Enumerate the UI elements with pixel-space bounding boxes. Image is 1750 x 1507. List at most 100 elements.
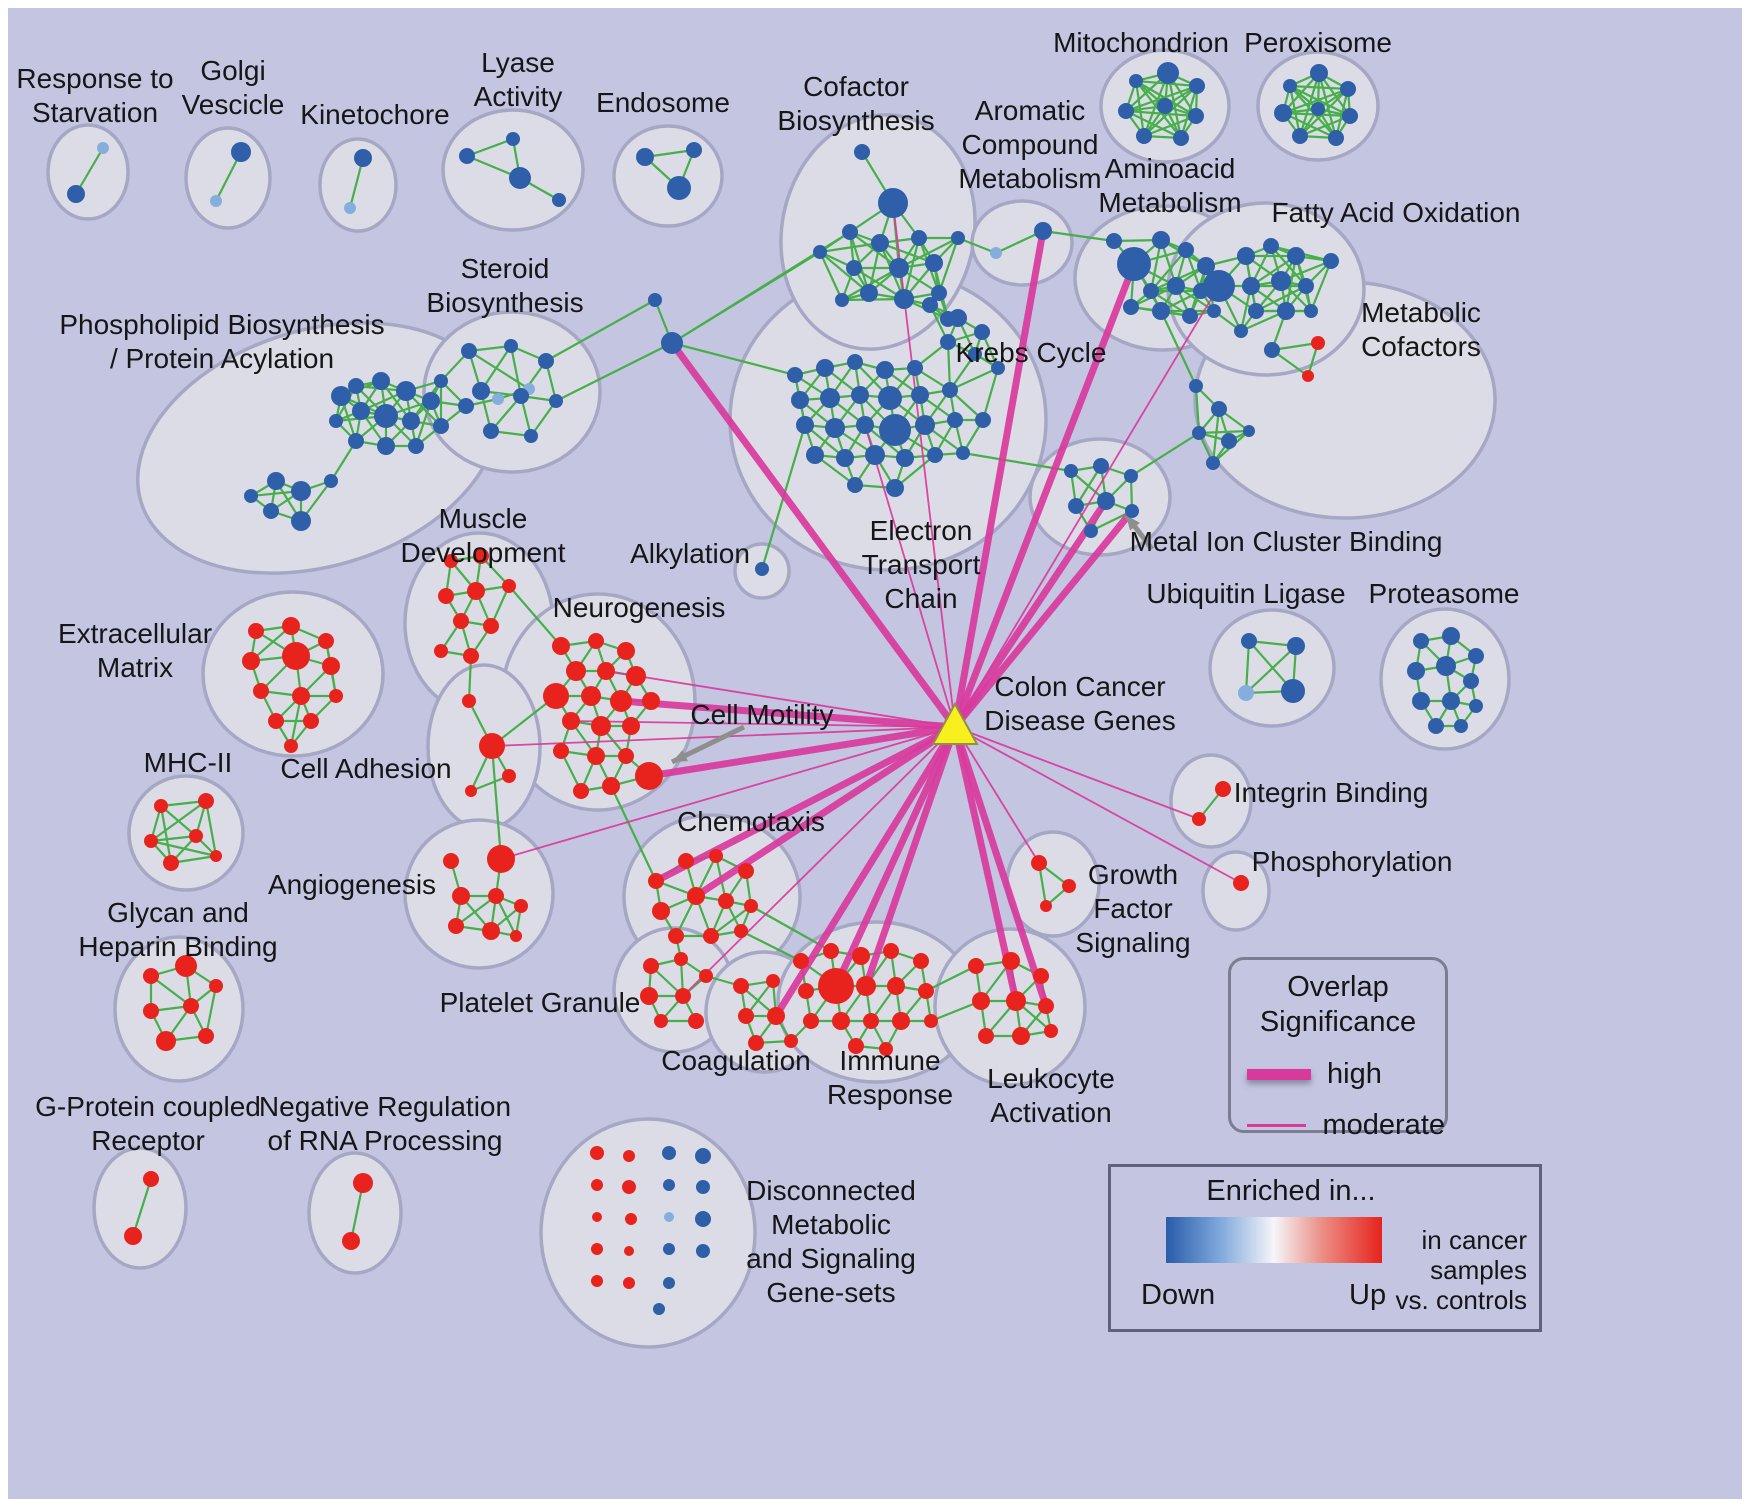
gene-set-node xyxy=(972,992,990,1010)
gene-set-node xyxy=(483,618,499,634)
gene-set-node xyxy=(154,799,168,813)
gene-set-node xyxy=(1292,128,1308,144)
gene-set-node xyxy=(918,983,934,999)
gene-set-node xyxy=(823,943,839,959)
gene-set-edge xyxy=(981,367,1000,421)
overlap-link-moderate xyxy=(864,424,956,728)
gene-set-node xyxy=(434,374,448,388)
gene-set-node xyxy=(755,562,769,576)
gene-set-node xyxy=(871,234,889,252)
gene-set-node xyxy=(913,953,929,969)
gene-set-node xyxy=(846,260,862,276)
gene-set-node xyxy=(487,845,515,873)
high-significance-label: high xyxy=(1327,1058,1382,1090)
layer-nodes xyxy=(67,62,1484,1315)
label-ubiquitin-ligase: Ubiquitin Ligase xyxy=(1146,578,1345,609)
gene-set-node xyxy=(198,793,214,809)
gene-set-node xyxy=(813,245,827,259)
gene-set-node xyxy=(592,1212,602,1222)
gene-set-node xyxy=(348,378,364,394)
gene-set-node xyxy=(860,284,878,302)
gene-set-node xyxy=(798,983,814,999)
gene-set-edge xyxy=(150,975,192,1007)
overlap-link-high xyxy=(951,262,1138,729)
gene-set-edge xyxy=(1289,85,1351,117)
gene-set-node xyxy=(1123,299,1139,315)
gene-set-node xyxy=(847,354,863,370)
gene-set-node xyxy=(818,968,854,1004)
gene-set-node xyxy=(696,1180,710,1194)
gene-set-node xyxy=(832,1012,850,1030)
gene-set-node xyxy=(1298,278,1314,294)
gene-set-node xyxy=(1237,247,1255,265)
gene-set-node xyxy=(654,1014,668,1028)
gene-set-node xyxy=(1221,433,1237,449)
gene-set-node xyxy=(1031,855,1047,871)
gene-set-edge xyxy=(1125,84,1198,113)
gene-set-node xyxy=(210,195,222,207)
gene-set-edge xyxy=(1255,285,1307,312)
gene-set-node xyxy=(1281,679,1305,703)
gene-set-node xyxy=(396,381,416,401)
enrichment-note-line2: samples xyxy=(1430,1255,1527,1285)
overlap-link-moderate xyxy=(954,726,1040,864)
gene-set-node xyxy=(465,785,477,797)
gene-set-node xyxy=(1207,304,1221,318)
gene-set-node xyxy=(292,687,310,705)
gene-set-node xyxy=(1182,308,1198,324)
gene-set-node xyxy=(1340,81,1356,97)
gene-set-node xyxy=(242,652,260,670)
gene-set-node xyxy=(968,347,982,361)
gene-set-node xyxy=(1192,812,1206,826)
gene-set-edge xyxy=(1130,432,1200,477)
gene-set-node xyxy=(648,293,662,307)
label-phospholipid-biosynthesis: Phospholipid Biosynthesis/ Protein Acyla… xyxy=(59,309,384,374)
gene-set-node xyxy=(991,361,1005,375)
gene-set-node xyxy=(1062,879,1076,893)
gene-set-node xyxy=(588,633,604,649)
gene-set-node xyxy=(1084,524,1098,538)
gene-set-node xyxy=(303,713,319,729)
gene-set-node xyxy=(452,887,470,905)
gene-set-node xyxy=(667,176,691,200)
overlap-legend-title: Overlap Significance xyxy=(1231,970,1445,1040)
gene-set-node xyxy=(1264,342,1280,358)
gene-set-node xyxy=(1197,257,1215,275)
gene-set-node xyxy=(940,311,956,327)
gene-set-node xyxy=(911,386,929,404)
gene-set-node xyxy=(887,977,905,995)
label-coagulation: Coagulation xyxy=(661,1045,810,1076)
gene-set-edge xyxy=(1166,72,1183,139)
gene-set-edge xyxy=(530,400,557,437)
overlap-link-high xyxy=(952,499,1109,729)
gene-set-node xyxy=(636,148,654,166)
gene-set-node xyxy=(284,739,298,753)
gene-set-node xyxy=(626,666,646,686)
gene-set-node xyxy=(591,1243,603,1255)
gene-set-node xyxy=(1002,952,1020,970)
label-alkylation: Alkylation xyxy=(630,538,750,569)
gene-set-node xyxy=(124,1227,142,1245)
gene-set-edge xyxy=(610,785,657,882)
high-significance-line-swatch xyxy=(1247,1069,1311,1080)
gene-set-node xyxy=(602,777,620,795)
gene-set-node xyxy=(443,853,459,869)
gene-set-node xyxy=(863,1013,879,1029)
gene-set-node xyxy=(1203,270,1235,302)
gene-set-edge xyxy=(1211,408,1221,464)
gene-set-node xyxy=(744,899,758,913)
enrichment-up-label: Up xyxy=(1349,1279,1387,1311)
gene-set-node xyxy=(889,258,909,278)
gene-set-node xyxy=(1143,283,1159,299)
gene-set-node xyxy=(678,853,694,869)
gene-set-node xyxy=(324,474,338,488)
gene-set-node xyxy=(623,1150,635,1162)
gene-set-edge xyxy=(710,905,752,937)
gene-set-node xyxy=(675,988,691,1004)
gene-set-node xyxy=(322,657,340,675)
